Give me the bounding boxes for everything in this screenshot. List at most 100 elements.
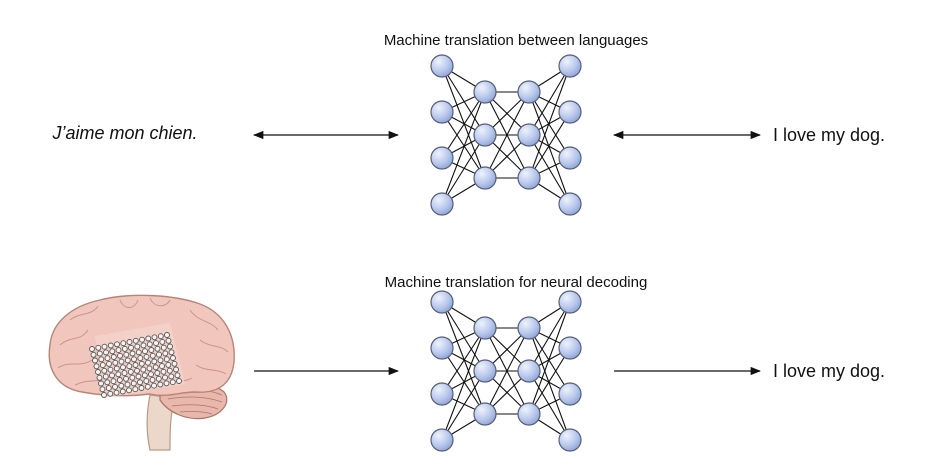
electrode: [101, 392, 107, 398]
network-edge: [441, 301, 486, 372]
bottom-panel: Machine translation for neural decoding: [48, 274, 885, 452]
electrode: [89, 346, 95, 352]
electrode: [153, 340, 159, 347]
network-edge: [528, 134, 571, 205]
electrode: [168, 349, 175, 356]
network-node: [430, 428, 454, 452]
electrode: [105, 385, 112, 392]
electrode: [151, 382, 157, 389]
electrode: [102, 373, 109, 380]
network-edge: [528, 327, 571, 395]
electrode: [148, 371, 154, 378]
electrode: [103, 349, 109, 356]
network-node: [517, 359, 541, 383]
network-edge: [528, 111, 571, 179]
electrode: [176, 378, 182, 384]
network-edge: [441, 91, 486, 159]
network-node: [473, 80, 497, 104]
neural-network-top: [430, 54, 582, 216]
electrode: [151, 334, 158, 341]
electrode: [131, 356, 137, 363]
electrode: [162, 374, 168, 381]
electrode: [129, 374, 136, 381]
electrode: [137, 379, 143, 386]
electrode: [119, 388, 126, 395]
electrode: [159, 338, 166, 345]
network-node: [558, 54, 582, 78]
electrode: [140, 366, 147, 373]
brain-illustration: [48, 294, 235, 451]
electrode: [98, 356, 105, 363]
network-edge: [528, 91, 571, 205]
electrode: [110, 354, 117, 360]
network-edge: [528, 347, 571, 415]
network-node: [558, 290, 582, 314]
electrode: [90, 351, 97, 358]
electrode: [126, 363, 133, 370]
electrode: [141, 372, 148, 379]
electrode: [123, 375, 129, 382]
electrode: [99, 362, 106, 369]
electrode: [149, 376, 156, 383]
network-edge: [441, 327, 486, 395]
network-node: [558, 146, 582, 170]
electrode: [95, 344, 102, 351]
network-node: [517, 402, 541, 426]
electrode: [96, 374, 103, 381]
electrode: [107, 390, 114, 397]
electrode: [109, 372, 115, 379]
electrode: [163, 380, 170, 387]
electrode: [138, 360, 145, 367]
electrode: [146, 365, 153, 372]
network-node: [473, 359, 497, 383]
electrode: [156, 351, 162, 358]
electrode: [145, 359, 151, 366]
network-node: [430, 54, 454, 78]
network-node: [430, 146, 454, 170]
network-node: [473, 402, 497, 426]
network-edge: [441, 134, 486, 205]
electrode: [164, 332, 170, 338]
electrode: [139, 336, 145, 343]
electrode: [132, 362, 139, 368]
electrode: [99, 386, 106, 393]
network-node: [473, 123, 497, 147]
electrode: [132, 386, 139, 393]
electrode: [134, 343, 141, 350]
electrode: [104, 355, 111, 362]
network-node: [517, 166, 541, 190]
electrode: [165, 361, 172, 368]
electrode: [134, 367, 140, 374]
electrode: [95, 369, 101, 375]
electrode: [113, 365, 120, 372]
electrode: [162, 350, 169, 357]
electrode: [120, 340, 127, 347]
electrode: [170, 355, 176, 361]
electrode: [112, 359, 119, 366]
network-edge: [441, 301, 486, 415]
network-edge: [528, 301, 571, 415]
electrode: [135, 349, 142, 356]
electrode: [157, 381, 164, 388]
electrode: [157, 357, 164, 364]
electrode: [155, 375, 162, 382]
electrode: [126, 339, 133, 345]
network-edge: [528, 91, 571, 159]
electrode: [154, 370, 161, 376]
electrode: [113, 389, 120, 396]
electrode: [109, 348, 116, 355]
electrode: [140, 342, 147, 349]
electrode: [165, 337, 172, 344]
electrode: [93, 363, 100, 370]
network-node: [473, 166, 497, 190]
network-node: [517, 80, 541, 104]
electrode: [143, 378, 150, 385]
electrode: [118, 358, 125, 365]
electrode: [171, 360, 178, 367]
network-node: [517, 123, 541, 147]
electrode: [123, 351, 130, 358]
network-node: [430, 290, 454, 314]
electrode: [143, 353, 150, 360]
electrode: [116, 377, 123, 383]
